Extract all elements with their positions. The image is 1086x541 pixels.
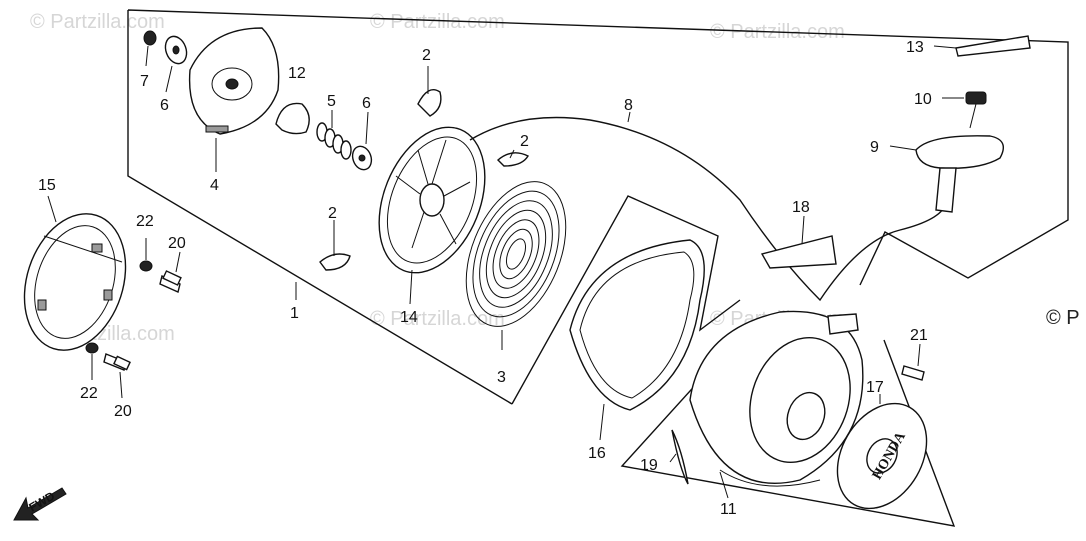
bolt-washer-set-upper <box>139 260 182 293</box>
part-14-reel-pulley <box>378 126 486 274</box>
callout-21: 21 <box>910 327 928 344</box>
callout-7: 7 <box>140 73 149 90</box>
watermark-edge-text: © P <box>1046 307 1080 329</box>
part-17-emblem: HONDA <box>836 402 928 510</box>
callout-8: 8 <box>624 97 633 114</box>
part-2-pawl-lower <box>319 253 351 271</box>
callout-5: 5 <box>327 93 336 110</box>
callout-13: 13 <box>906 39 924 56</box>
callout-22: 22 <box>80 385 98 402</box>
part-2-pawl-upper <box>417 89 442 117</box>
callout-20: 20 <box>168 235 186 252</box>
watermark-text: © Partzilla.com <box>30 11 165 33</box>
part-13-label-plate <box>955 35 1031 57</box>
callout-6: 6 <box>362 95 371 112</box>
part-16-gasket <box>569 239 705 411</box>
callout-labels: 1 2 2 2 3 4 5 6 6 7 8 9 10 11 12 13 14 1… <box>38 39 932 518</box>
callout-20: 20 <box>114 403 132 420</box>
callout-9: 9 <box>870 139 879 156</box>
part-12-spring-clip <box>275 102 310 135</box>
bolt-washer-set-lower <box>85 342 131 371</box>
callout-16: 16 <box>588 445 606 462</box>
assembly-outline <box>127 9 1069 405</box>
part-9-starter-grip <box>915 135 1004 213</box>
part-3-recoil-spring <box>465 181 567 327</box>
callout-10: 10 <box>914 91 932 108</box>
part-10-rope-end <box>965 91 987 129</box>
callout-22: 22 <box>136 213 154 230</box>
callout-19: 19 <box>640 457 658 474</box>
callout-18: 18 <box>792 199 810 216</box>
fwd-label: FWD <box>27 489 58 515</box>
callout-2: 2 <box>328 205 337 222</box>
callout-3: 3 <box>497 369 506 386</box>
part-19-seal-strip <box>671 429 689 485</box>
callout-14: 14 <box>400 309 418 326</box>
part-6-washer-upper <box>164 35 188 65</box>
part-4-ratchet-plate <box>188 27 280 135</box>
watermark-text: © Partzilla.com <box>370 11 505 33</box>
watermarks: © Partzilla.com © Partzilla.com © Partzi… <box>30 11 1080 345</box>
part-7-nut <box>143 30 157 46</box>
watermark-text: © Partzilla.com <box>370 308 505 330</box>
fwd-arrow-icon: FWD <box>13 487 67 521</box>
callout-11: 11 <box>720 501 737 518</box>
part-2-pawl-middle <box>496 152 529 167</box>
callout-2: 2 <box>422 47 431 64</box>
callout-1: 1 <box>290 305 299 322</box>
callout-6: 6 <box>160 97 169 114</box>
part-11-starter-case <box>689 310 864 487</box>
part-6-washer-lower <box>351 145 373 171</box>
callout-17: 17 <box>866 379 884 396</box>
leader-lines <box>47 45 964 499</box>
callout-4: 4 <box>210 177 219 194</box>
callout-12: 12 <box>288 65 306 82</box>
part-5-spring <box>316 122 352 160</box>
callout-15: 15 <box>38 177 56 194</box>
part-21-bolt <box>901 365 925 381</box>
callout-2: 2 <box>520 133 529 150</box>
part-15-cover-ring <box>23 213 127 351</box>
part-8-starter-rope <box>469 116 947 302</box>
part-18-decal <box>760 235 837 269</box>
